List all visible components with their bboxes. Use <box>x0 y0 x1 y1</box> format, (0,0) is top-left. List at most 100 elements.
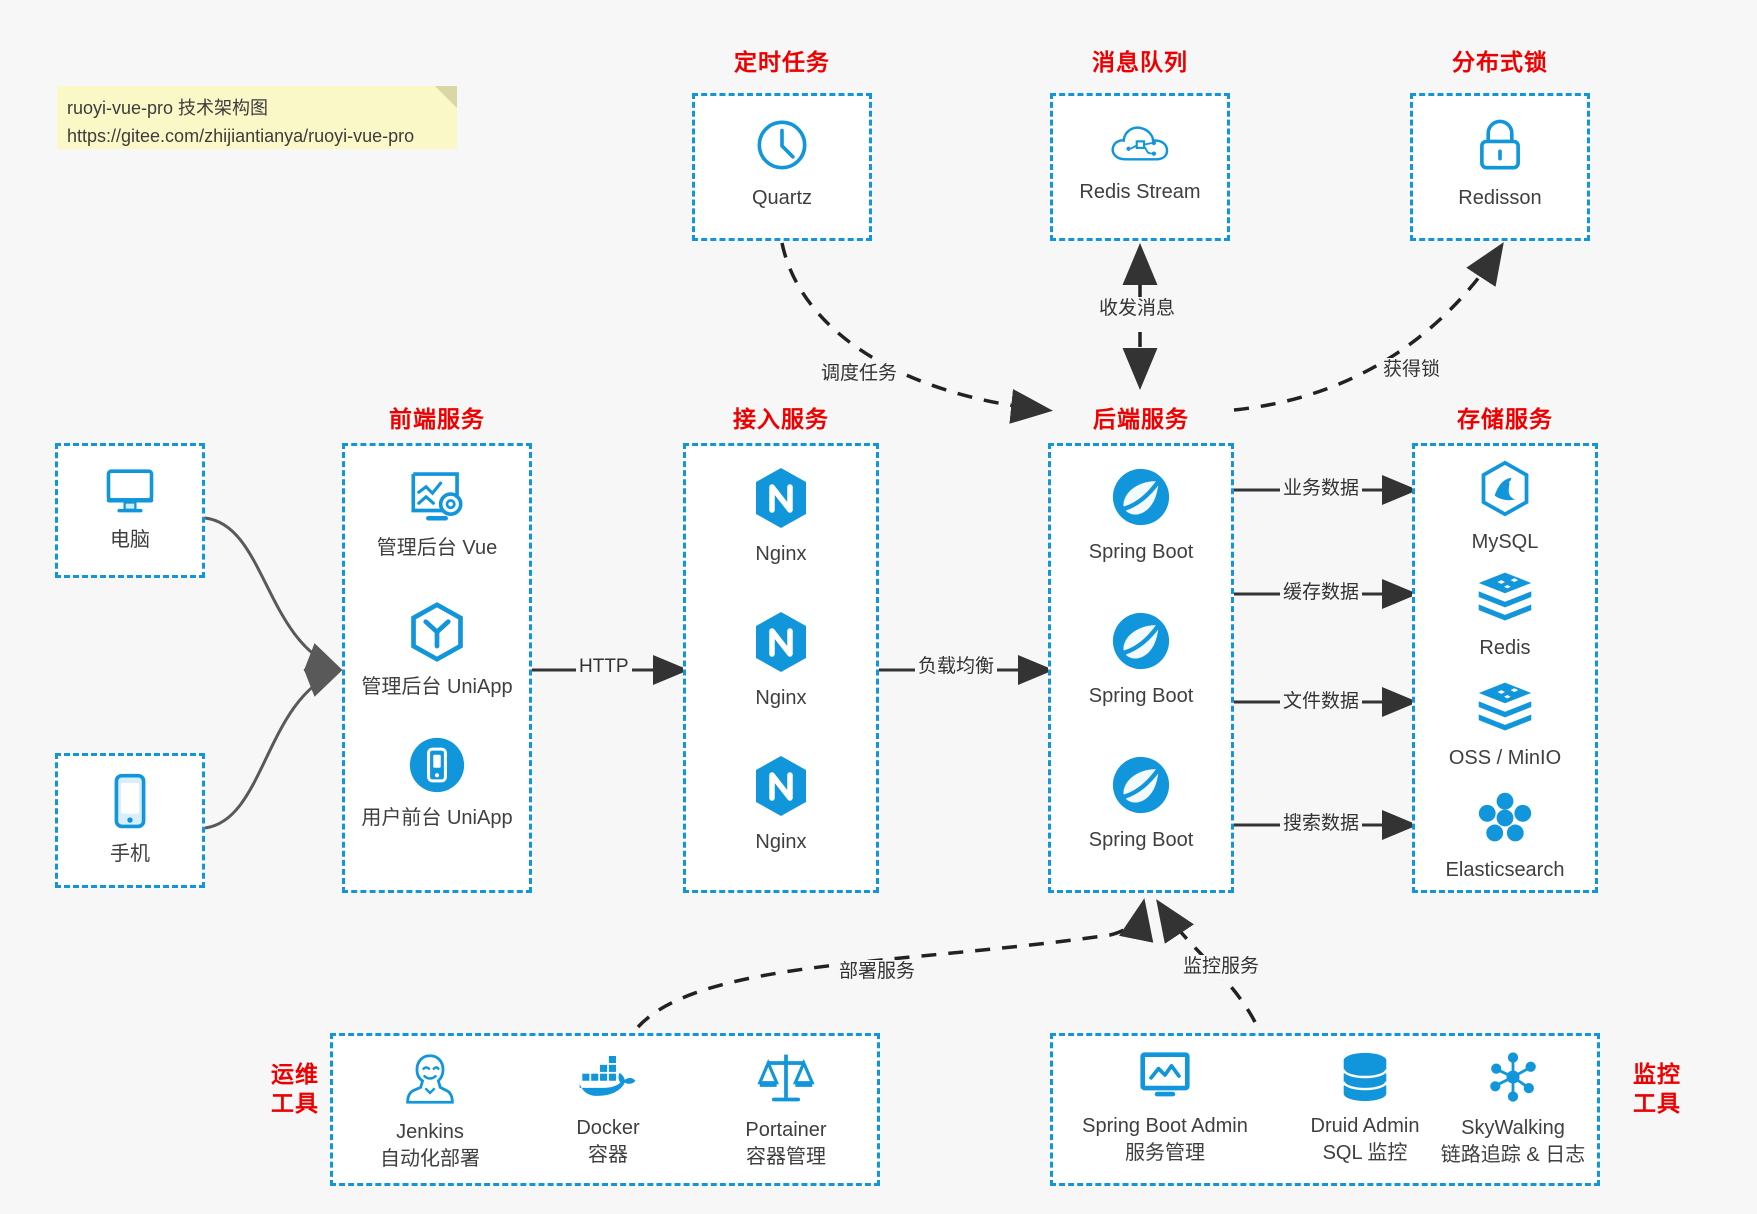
group-box-devops[interactable]: Jenkins 自动化部署 Docker 容器 <box>330 1033 880 1186</box>
database-stack-icon <box>1338 1052 1392 1107</box>
node-label: Spring Boot <box>1088 829 1194 851</box>
node-nginx-1[interactable]: Nginx <box>686 466 876 568</box>
phone-icon <box>109 772 151 835</box>
group-box-monitor[interactable]: Spring Boot Admin 服务管理 Druid Admin SQL 监… <box>1050 1033 1600 1186</box>
spring-boot-icon <box>1110 610 1172 677</box>
node-label: Redis Stream <box>1079 181 1201 203</box>
node-label: SkyWalking <box>1461 1117 1565 1139</box>
node-label: 用户前台 UniApp <box>361 807 513 829</box>
node-label: Spring Boot Admin <box>1082 1115 1248 1137</box>
edge-label-load-balance: 负载均衡 <box>915 655 998 679</box>
node-label: Nginx <box>755 687 807 709</box>
node-admin-uniapp[interactable]: 管理后台 UniApp <box>345 601 529 701</box>
group-title-devops: 运维 工具 <box>258 1060 332 1118</box>
edge-label-deploy-service: 部署服务 <box>836 960 919 984</box>
node-label: Elasticsearch <box>1445 859 1565 881</box>
group-box-lock[interactable]: Redisson <box>1410 93 1590 241</box>
group-box-storage[interactable]: MySQL Redis OS <box>1412 443 1598 893</box>
node-label: MySQL <box>1471 531 1539 553</box>
node-label: Spring Boot <box>1088 541 1194 563</box>
group-title-monitor-line1: 监控 <box>1633 1061 1681 1087</box>
redis-icon <box>1475 570 1535 629</box>
group-title-storage: 存储服务 <box>1457 406 1553 432</box>
group-box-mq[interactable]: Redis Stream <box>1050 93 1230 241</box>
node-quartz[interactable]: Quartz <box>695 116 869 212</box>
edge-label-business-data: 业务数据 <box>1280 477 1363 501</box>
node-spring-boot-3[interactable]: Spring Boot <box>1051 754 1231 854</box>
edge-backend-to-redisson <box>1233 242 1504 412</box>
edge-mobile-to-frontend <box>204 668 343 830</box>
spring-boot-icon <box>1110 466 1172 533</box>
node-elasticsearch[interactable]: Elasticsearch <box>1415 790 1595 884</box>
node-oss-minio[interactable]: OSS / MinIO <box>1415 680 1595 772</box>
nginx-icon <box>752 466 810 535</box>
node-admin-vue[interactable]: 管理后台 Vue <box>345 466 529 562</box>
node-druid-admin[interactable]: Druid Admin SQL 监控 <box>1275 1052 1455 1167</box>
node-spring-boot-2[interactable]: Spring Boot <box>1051 610 1231 710</box>
group-title-monitor: 监控 工具 <box>1620 1060 1694 1118</box>
node-label: Jenkins <box>396 1121 464 1143</box>
node-spring-boot-admin[interactable]: Spring Boot Admin 服务管理 <box>1057 1050 1273 1167</box>
group-box-frontend[interactable]: 管理后台 Vue 管理后台 UniApp 用户前台 UniApp <box>342 443 532 893</box>
group-title-gateway: 接入服务 <box>733 406 829 432</box>
edge-label-search-data: 搜索数据 <box>1280 812 1363 836</box>
group-box-backend[interactable]: Spring Boot Spring Boot Spring Boot <box>1048 443 1234 893</box>
group-box-scheduler[interactable]: Quartz <box>692 93 872 241</box>
node-label: Redisson <box>1458 187 1542 209</box>
node-docker[interactable]: Docker 容器 <box>523 1054 693 1169</box>
node-nginx-2[interactable]: Nginx <box>686 610 876 712</box>
group-box-client-mobile[interactable]: 手机 <box>55 753 205 888</box>
node-label: 管理后台 UniApp <box>361 676 513 698</box>
node-mobile[interactable]: 手机 <box>58 772 202 868</box>
edge-label-file-data: 文件数据 <box>1280 690 1363 714</box>
group-box-client-pc[interactable]: 电脑 <box>55 443 205 578</box>
node-label: OSS / MinIO <box>1448 747 1562 769</box>
desktop-icon <box>101 464 159 521</box>
node-spring-boot-1[interactable]: Spring Boot <box>1051 466 1231 566</box>
node-sublabel: 容器管理 <box>746 1146 826 1168</box>
group-title-devops-line1: 运维 <box>271 1061 319 1087</box>
node-redisson[interactable]: Redisson <box>1413 116 1587 212</box>
clock-icon <box>753 116 811 179</box>
node-mysql[interactable]: MySQL <box>1415 460 1595 556</box>
group-title-mq: 消息队列 <box>1092 49 1188 75</box>
group-title-scheduler: 定时任务 <box>734 49 830 75</box>
node-sublabel: SQL 监控 <box>1322 1142 1408 1164</box>
node-label: 管理后台 Vue <box>376 537 498 559</box>
node-portainer[interactable]: Portainer 容器管理 <box>701 1050 871 1171</box>
node-pc[interactable]: 电脑 <box>58 464 202 554</box>
edge-label-acquire-lock: 获得锁 <box>1380 358 1444 382</box>
node-label: Druid Admin <box>1310 1115 1420 1137</box>
note-fold-corner <box>435 86 457 108</box>
edge-label-monitor-service: 监控服务 <box>1180 955 1263 979</box>
node-label: Nginx <box>755 543 807 565</box>
node-jenkins[interactable]: Jenkins 自动化部署 <box>345 1050 515 1173</box>
elasticsearch-icon <box>1476 790 1534 851</box>
group-title-lock: 分布式锁 <box>1452 49 1548 75</box>
node-user-uniapp[interactable]: 用户前台 UniApp <box>345 736 529 832</box>
edge-pc-to-frontend <box>204 516 343 672</box>
nginx-icon <box>752 754 810 823</box>
node-redis-stream[interactable]: Redis Stream <box>1053 118 1227 206</box>
node-nginx-3[interactable]: Nginx <box>686 754 876 856</box>
node-label: Spring Boot <box>1088 685 1194 707</box>
note-url: https://gitee.com/zhijiantianya/ruoyi-vu… <box>67 125 415 146</box>
node-sublabel: 容器 <box>588 1144 628 1166</box>
node-label: Nginx <box>755 831 807 853</box>
cloud-stream-icon <box>1109 118 1171 173</box>
node-sublabel: 服务管理 <box>1125 1142 1205 1164</box>
dashboard-vue-icon <box>406 466 468 529</box>
node-sublabel: 链路追踪 & 日志 <box>1440 1144 1586 1166</box>
node-skywalking[interactable]: SkyWalking 链路追踪 & 日志 <box>1423 1050 1603 1169</box>
node-redis[interactable]: Redis <box>1415 570 1595 662</box>
node-label: Docker <box>576 1117 640 1139</box>
group-box-gateway[interactable]: Nginx Nginx Nginx <box>683 443 879 893</box>
docker-icon <box>577 1054 639 1109</box>
edge-label-cache-data: 缓存数据 <box>1280 581 1363 605</box>
mysql-icon <box>1477 460 1533 523</box>
node-label: 手机 <box>110 843 150 865</box>
node-label: Portainer <box>745 1119 827 1141</box>
group-title-devops-line2: 工具 <box>271 1089 319 1116</box>
group-title-frontend: 前端服务 <box>389 406 485 432</box>
